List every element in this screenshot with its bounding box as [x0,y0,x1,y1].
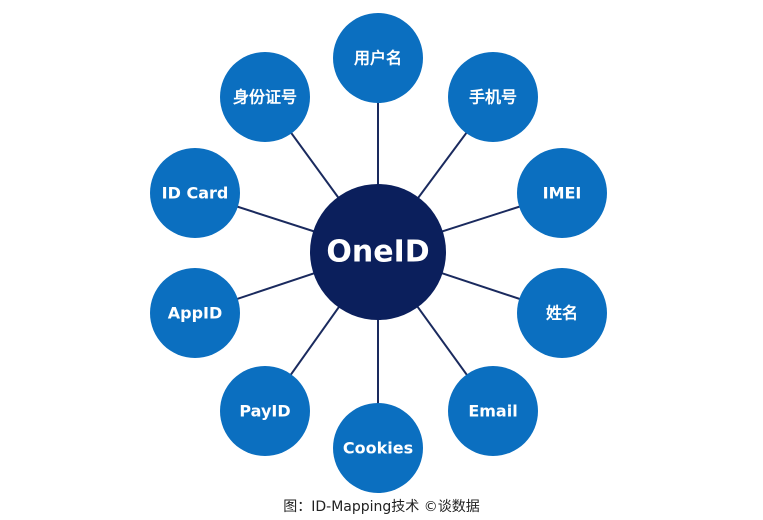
node-label-name: 姓名 [546,304,578,323]
node-idnumber: 身份证号 [220,52,310,142]
node-circle-idnumber [220,52,310,142]
node-appid: AppID [150,268,240,358]
node-circle-payid [220,366,310,456]
node-label-cookies: Cookies [343,439,413,458]
node-payid: PayID [220,366,310,456]
node-label-idcard: ID Card [162,184,229,203]
center-label: OneID [326,235,429,270]
node-label-imei: IMEI [543,184,582,203]
node-label-idnumber: 身份证号 [233,88,297,107]
node-username: 用户名 [333,13,423,103]
node-imei: IMEI [517,148,607,238]
node-phone: 手机号 [448,52,538,142]
node-circle-idcard [150,148,240,238]
node-name: 姓名 [517,268,607,358]
node-idcard: ID Card [150,148,240,238]
node-circle-imei [517,148,607,238]
node-email: Email [448,366,538,456]
node-label-phone: 手机号 [469,88,517,107]
node-circle-email [448,366,538,456]
node-label-payid: PayID [239,402,290,421]
node-circle-appid [150,268,240,358]
node-label-email: Email [468,402,517,421]
node-circle-username [333,13,423,103]
center-circle [310,184,446,320]
node-label-username: 用户名 [354,49,402,68]
figure-caption: 图：ID-Mapping技术 ©谈数据 [283,499,480,515]
node-circle-name [517,268,607,358]
node-circle-cookies [333,403,423,493]
node-circle-phone [448,52,538,142]
node-label-appid: AppID [168,304,223,323]
node-cookies: Cookies [333,403,423,493]
center-node: OneID [310,184,446,320]
